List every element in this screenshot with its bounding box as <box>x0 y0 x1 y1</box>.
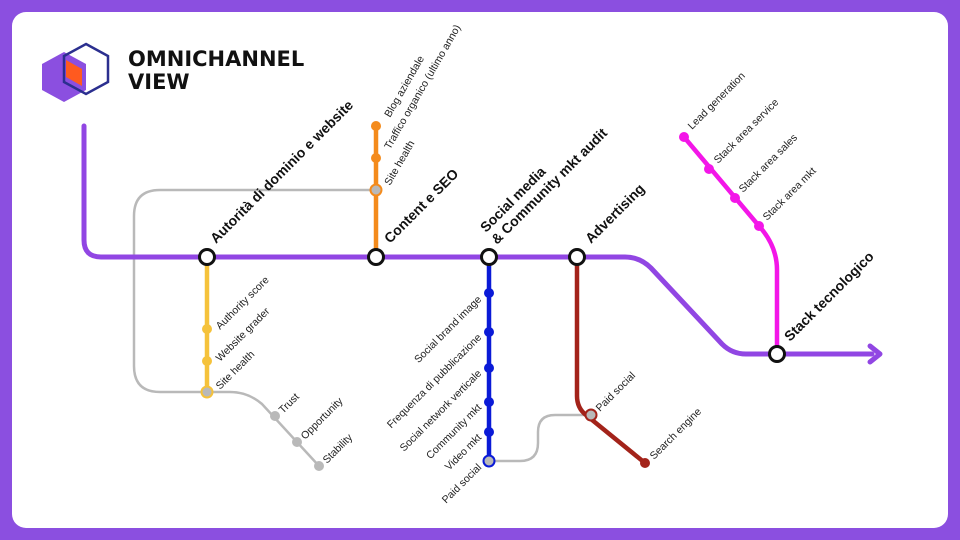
stop-label-red: Search engine <box>648 406 704 462</box>
station-social <box>480 248 498 266</box>
station-content <box>367 248 385 266</box>
magenta-stop-dot <box>704 164 714 174</box>
yellow-gray-interchange <box>200 385 214 399</box>
stop-label-orange: Traffico organico (ultimo anno) <box>382 23 463 152</box>
blue-stop-dot <box>484 288 494 298</box>
yellow-stop-dot <box>202 324 212 334</box>
arrow-icon <box>867 343 883 365</box>
orange-gray-interchange <box>369 183 383 197</box>
magenta-stop-dot <box>754 221 764 231</box>
station-advertising <box>568 248 586 266</box>
yellow-stop-dot <box>202 356 212 366</box>
brand-title-line1: OMNICHANNEL <box>128 47 304 71</box>
stop-label-gray: Opportunity <box>299 395 346 442</box>
red-line <box>574 254 648 466</box>
logo-navy-outline <box>62 42 110 96</box>
stop-label-yellow: Authority score <box>214 274 272 332</box>
main-line <box>81 123 875 357</box>
station-title-advertising: Advertising <box>582 180 648 246</box>
blue-stop-dot <box>484 363 494 373</box>
stop-label-gray: Trust <box>277 391 302 416</box>
stop-label-magenta: Lead generation <box>686 70 748 132</box>
blue-stop-dot <box>484 327 494 337</box>
logo-icon <box>42 42 110 102</box>
brand-title-line2: VIEW <box>128 70 190 94</box>
orange-stop-dot <box>371 153 381 163</box>
station-stack <box>768 345 786 363</box>
stop-label-red: Paid social <box>594 370 638 414</box>
gray-line-connector <box>489 413 591 463</box>
magenta-stop-dot <box>679 132 689 142</box>
gray-stop-dot <box>270 411 280 421</box>
blue-gray-interchange <box>482 454 496 468</box>
stop-label-magenta: Stack area mkt <box>761 165 819 223</box>
blue-stop-dot <box>484 427 494 437</box>
card-background <box>12 12 948 528</box>
red-gray-interchange <box>584 408 598 422</box>
orange-stop-dot <box>371 121 381 131</box>
station-authority <box>198 248 216 266</box>
gray-line-top <box>132 188 376 467</box>
blue-stop-dot <box>484 397 494 407</box>
station-title-stack: Stack tecnologico <box>781 248 877 344</box>
red-stop-dot <box>640 458 650 468</box>
logo-orange-shape <box>66 60 82 86</box>
gray-stop-dot <box>292 437 302 447</box>
stop-label-blue: Social brand image <box>412 294 484 366</box>
magenta-stop-dot <box>730 193 740 203</box>
stop-label-gray: Stability <box>321 431 356 466</box>
station-title-authority: Autorità di dominio e website <box>207 97 357 247</box>
gray-stop-dot <box>314 461 324 471</box>
